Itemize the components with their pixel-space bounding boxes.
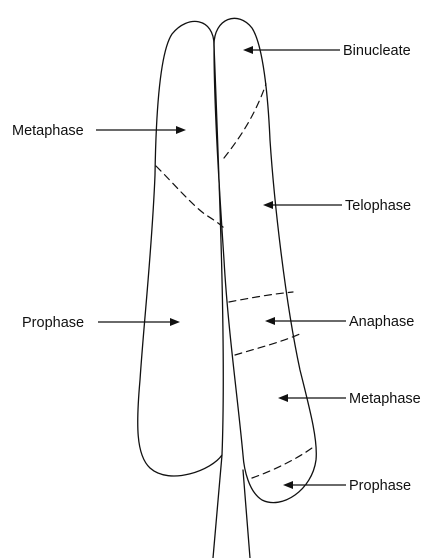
right-boundary-telophase-anaphase (229, 292, 293, 302)
label-left-metaphase: Metaphase (12, 123, 84, 139)
pointer-right-prophase (283, 481, 346, 489)
right-boundary-anaphase-metaphase (235, 333, 302, 355)
pointer-anaphase (265, 317, 346, 325)
right-locule-outline (214, 18, 316, 502)
left-locule-outline (138, 21, 224, 476)
label-telophase: Telophase (345, 198, 411, 214)
label-binucleate: Binucleate (343, 43, 411, 59)
pointer-right-metaphase (278, 394, 346, 402)
right-boundary-binucleate-telophase (224, 84, 266, 158)
label-right-prophase: Prophase (349, 478, 411, 494)
label-anaphase: Anaphase (349, 314, 414, 330)
pointer-binucleate (243, 46, 340, 54)
label-right-metaphase: Metaphase (349, 391, 421, 407)
pointer-left-prophase (98, 318, 180, 326)
pointer-left-metaphase (96, 126, 186, 134)
left-boundary-metaphase-prophase (156, 166, 224, 228)
right-boundary-metaphase-prophase (252, 448, 312, 478)
filament-left-line (213, 455, 222, 558)
label-left-prophase: Prophase (22, 315, 84, 331)
